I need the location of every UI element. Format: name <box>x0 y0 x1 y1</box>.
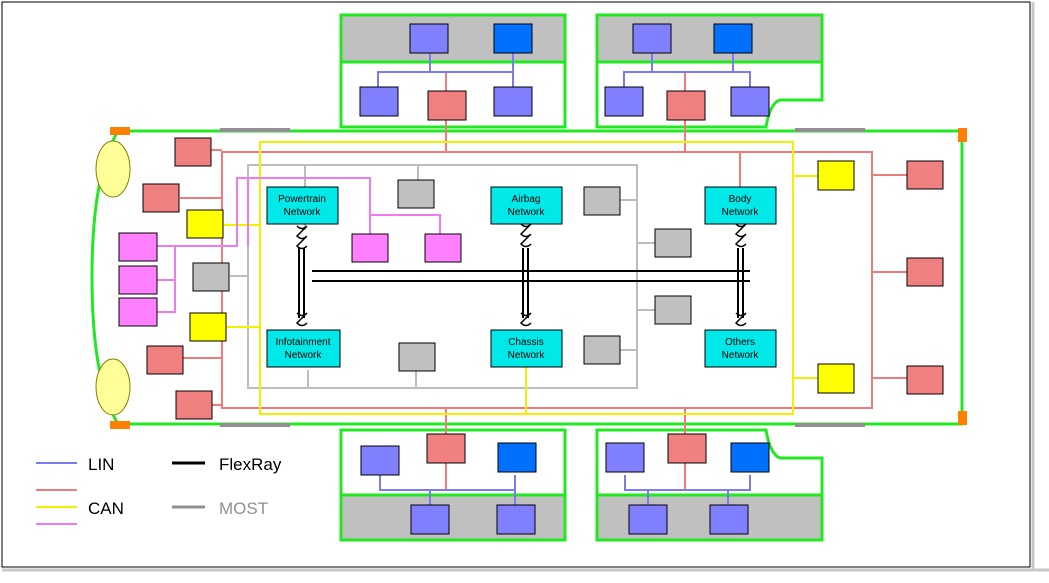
powertrain-network-label-1: Powertrain <box>278 194 326 205</box>
ecu-node-can-yellow <box>189 312 227 342</box>
wheel-markers <box>220 128 865 427</box>
headlight-bottom <box>95 358 131 416</box>
infotainment-network-box: Infotainment Network <box>266 329 341 368</box>
ecu-node-can <box>175 390 213 420</box>
front-right-door-fill <box>595 13 824 64</box>
others-network-box: Others Network <box>704 329 777 368</box>
ecu-node-most <box>654 295 692 325</box>
ecu-node-lin <box>410 504 450 535</box>
ecu-node-lin <box>605 442 645 473</box>
ecu-node-lin <box>632 23 672 54</box>
ecu-node-lin <box>713 23 753 54</box>
twisted-pair-marks <box>295 223 747 327</box>
corner-marker <box>110 421 130 429</box>
ecu-node-can <box>906 257 944 287</box>
can-pink-bus-lines <box>157 177 441 313</box>
ecu-node-can-pink <box>118 297 158 327</box>
ecu-node-can-yellow <box>186 209 224 239</box>
others-network-label-1: Others <box>725 337 755 348</box>
ecu-node-most <box>397 179 435 209</box>
ecu-node-can-pink <box>118 265 158 295</box>
ecu-node-lin <box>493 86 533 117</box>
chassis-network-box: Chassis Network <box>490 329 563 368</box>
ecu-node-can-pink <box>424 233 462 263</box>
corner-marker <box>958 128 967 142</box>
ecu-node-can <box>427 90 467 121</box>
others-network-label-2: Network <box>722 350 760 361</box>
chassis-network-label-2: Network <box>508 350 546 361</box>
ecu-node-can <box>666 90 706 121</box>
legend-lin-label: LIN <box>88 455 114 474</box>
ecu-node-can-yellow <box>817 363 855 394</box>
body-network-label-1: Body <box>729 194 752 205</box>
ecu-node-lin <box>628 504 668 535</box>
legend-most-label: MOST <box>219 499 268 518</box>
legend-can-label: CAN <box>88 499 124 518</box>
ecu-node-most <box>192 262 230 292</box>
infotainment-network-label-2: Network <box>285 350 323 361</box>
powertrain-network-label-2: Network <box>284 207 322 218</box>
ecu-node-most <box>654 228 692 258</box>
ecu-node-lin <box>360 445 400 476</box>
ecu-nodes <box>118 23 944 535</box>
lin-bus-lines <box>377 53 751 505</box>
ecu-node-can <box>426 433 466 464</box>
body-network-label-2: Network <box>722 207 760 218</box>
infotainment-network-label-1: Infotainment <box>275 337 330 348</box>
corner-markers <box>110 127 967 429</box>
flexray-bus-lines <box>298 248 750 318</box>
ecu-node-most <box>583 186 621 216</box>
can-yellow-bus-lines <box>224 141 818 415</box>
ecu-node-can <box>906 365 944 395</box>
ecu-node-can-pink <box>118 232 158 262</box>
ecu-node-lin <box>497 442 537 473</box>
ecu-node-can-yellow <box>817 160 855 191</box>
chassis-network-label-1: Chassis <box>508 337 544 348</box>
corner-marker <box>110 127 130 135</box>
ecu-node-most <box>583 335 621 365</box>
ecu-node-lin <box>496 504 536 535</box>
ecu-node-lin <box>709 504 749 535</box>
ecu-node-can <box>906 160 944 190</box>
ecu-node-can <box>142 183 180 213</box>
legend: LIN CAN FlexRay MOST <box>36 455 282 525</box>
most-bus-lines <box>230 164 655 389</box>
airbag-network-label-1: Airbag <box>512 194 541 205</box>
legend-flexray-label: FlexRay <box>219 455 282 474</box>
body-network-box: Body Network <box>704 186 777 225</box>
ecu-node-can <box>667 433 707 464</box>
ecu-node-can-pink <box>351 233 389 263</box>
ecu-node-can <box>174 137 212 167</box>
airbag-network-box: Airbag Network <box>490 186 563 225</box>
network-boxes: Powertrain Network Airbag Network Body N… <box>266 186 777 368</box>
airbag-network-label-2: Network <box>508 207 546 218</box>
ecu-node-lin <box>359 86 399 117</box>
ecu-node-lin <box>604 86 644 117</box>
corner-marker <box>958 411 967 425</box>
ecu-node-lin <box>730 86 770 117</box>
ecu-node-lin <box>730 442 770 473</box>
headlight-top <box>95 140 131 198</box>
ecu-node-most <box>398 342 436 372</box>
powertrain-network-box: Powertrain Network <box>266 186 339 225</box>
ecu-node-lin <box>409 23 449 54</box>
ecu-node-lin <box>493 23 533 54</box>
ecu-node-can <box>146 345 184 375</box>
